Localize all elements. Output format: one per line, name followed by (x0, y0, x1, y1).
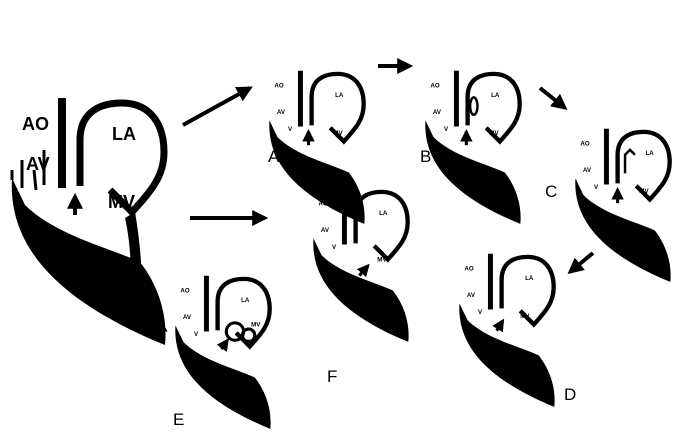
ao-label: AO (22, 114, 49, 134)
v-label: V (332, 244, 337, 251)
aorta-wall (298, 71, 303, 127)
ao-label: AO (180, 288, 189, 295)
la-label: LA (112, 124, 136, 144)
mv-label: MV (489, 130, 499, 137)
aorta-wall (204, 276, 209, 332)
mv-label: MV (251, 322, 261, 329)
flow-arrow-icon (570, 253, 593, 272)
panel-a: AO LA AV MV V LV (269, 71, 364, 224)
lv-label: LV (475, 172, 483, 179)
ao-label: AO (580, 141, 589, 148)
panel-c: AO LA AV MV V LV (575, 129, 670, 282)
valve-arrow-icon (497, 321, 503, 331)
panel-letter-f: F (327, 367, 337, 386)
lv-label: LV (225, 377, 233, 384)
mv-label: MV (333, 130, 343, 137)
la-label: LA (525, 275, 534, 282)
v-label: V (444, 126, 449, 133)
flow-arrow-icon (540, 88, 565, 108)
aorta-wall (58, 98, 66, 188)
panel-b: AO LA AV MV V LV (425, 71, 520, 224)
v-label: V (478, 309, 483, 316)
av-label: AV (433, 109, 442, 116)
valve-arrow-icon (221, 340, 227, 349)
la-label: LA (335, 92, 344, 99)
aorta-wall (488, 254, 493, 310)
lv-label: LV (509, 355, 517, 362)
vegetation (470, 97, 477, 114)
av-label: AV (583, 167, 592, 174)
aorta-wall (342, 189, 347, 245)
av-label: AV (183, 314, 192, 321)
la-label: LA (241, 297, 250, 304)
panel-letter-e: E (173, 410, 184, 429)
lv-label: LV (625, 230, 633, 237)
left-atrium (356, 192, 408, 260)
v-label: V (194, 331, 199, 338)
mv-label: MV (520, 313, 530, 320)
lv-label: LV (363, 290, 371, 297)
ao-label: AO (464, 266, 473, 273)
panel-letter-d: D (564, 385, 576, 404)
mv-label: MV (639, 188, 649, 195)
aorta-wall (604, 129, 609, 185)
prolapse-bulge (226, 323, 243, 340)
panel-e: AO LA AV MV V LV (175, 276, 270, 429)
valve-arrow-icon (359, 266, 368, 276)
la-label: LA (379, 210, 388, 217)
mv-label: MV (377, 256, 387, 263)
aorta-wall (454, 71, 459, 127)
la-label: LA (646, 150, 655, 157)
ao-label: AO (430, 83, 439, 90)
panel-letter-a: A (268, 147, 280, 166)
panel-letter-b: B (420, 147, 431, 166)
v-label: V (288, 126, 293, 133)
lv-label: LV (90, 262, 112, 282)
ao-label: AO (274, 83, 283, 90)
av-label: AV (26, 154, 50, 174)
lv-label: LV (319, 172, 327, 179)
panel-letter-c: C (545, 182, 557, 201)
av-label: AV (467, 292, 476, 299)
flow-arrow-icon (183, 88, 250, 125)
av-label: AV (321, 227, 330, 234)
ao-label: AO (318, 201, 327, 208)
av-label: AV (277, 109, 286, 116)
mv-label: MV (108, 192, 135, 212)
panel-d: AO LA AV MV V LV (459, 254, 554, 407)
main-heart: AO LA AV MV LV (12, 98, 166, 345)
v-label: V (594, 184, 599, 191)
regurgitant-jet (625, 150, 635, 174)
la-label: LA (491, 92, 500, 99)
